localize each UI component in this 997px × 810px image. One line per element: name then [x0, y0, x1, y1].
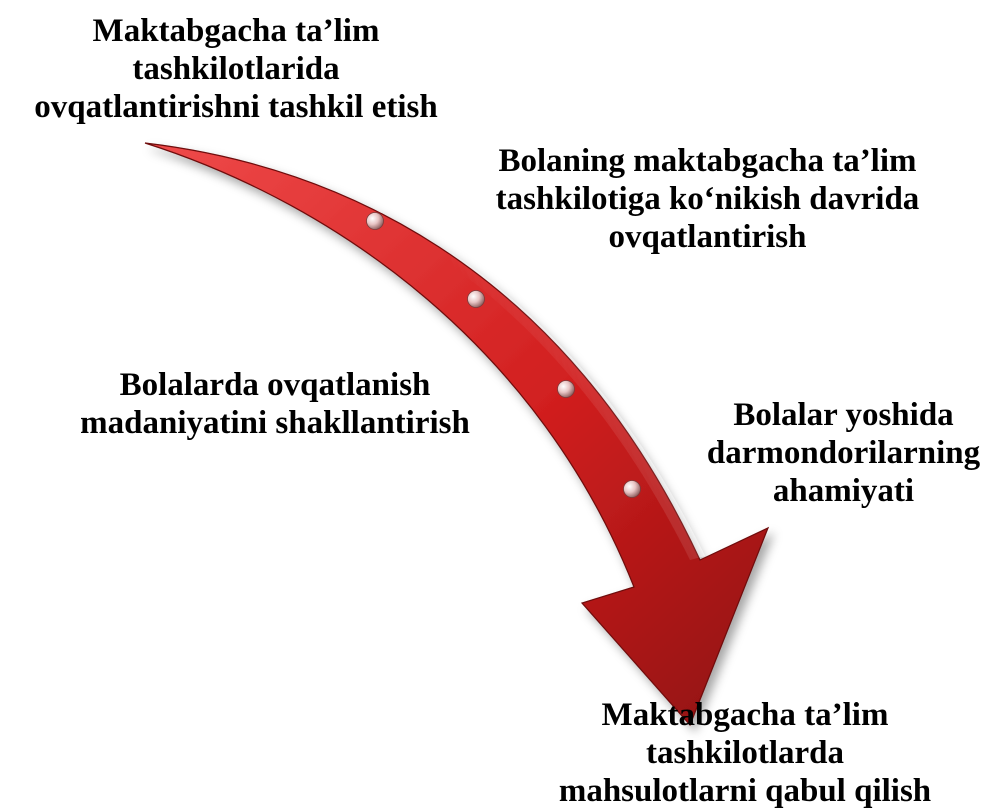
step-5-line-1: Maktabgacha ta’lim	[601, 697, 889, 733]
step-4-line-3: ahamiyati	[772, 473, 915, 509]
bead-2	[467, 290, 485, 308]
curved-arrow	[144, 142, 770, 727]
step-2-line-1: Bolaning maktabgacha ta’lim	[498, 143, 917, 179]
arrow-beads	[366, 212, 641, 498]
step-label-4: Bolalar yoshida darmondorilarning ahamiy…	[690, 396, 997, 510]
bead-4	[623, 480, 641, 498]
step-4-line-1: Bolalar yoshida	[733, 397, 954, 433]
step-label-1: Maktabgacha ta’lim tashkilotlarida ovqat…	[0, 12, 472, 126]
step-1-line-3: ovqatlantirishni tashkil etish	[34, 89, 438, 125]
step-3-line-1: Bolalarda ovqatlanish	[119, 367, 431, 403]
step-2-line-3: ovqatlantirish	[608, 219, 807, 255]
step-5-line-2: tashkilotlarda	[645, 735, 845, 771]
step-3-line-2: madaniyatini shakllantirish	[80, 405, 470, 441]
step-2-line-2: tashkilotiga ko‘nikish davrida	[495, 181, 920, 217]
step-5-line-3: mahsulotlarni qabul qilish	[558, 773, 932, 809]
step-label-3: Bolalarda ovqatlanish madaniyatini shakl…	[40, 366, 510, 442]
step-4-line-2: darmondorilarning	[706, 435, 981, 471]
step-label-2: Bolaning maktabgacha ta’lim tashkilotiga…	[455, 142, 960, 256]
bead-1	[366, 212, 384, 230]
step-label-5: Maktabgacha ta’lim tashkilotlarda mahsul…	[520, 696, 970, 810]
step-1-line-1: Maktabgacha ta’lim	[92, 13, 380, 49]
step-1-line-2: tashkilotlarida	[132, 51, 340, 87]
bead-3	[557, 380, 575, 398]
